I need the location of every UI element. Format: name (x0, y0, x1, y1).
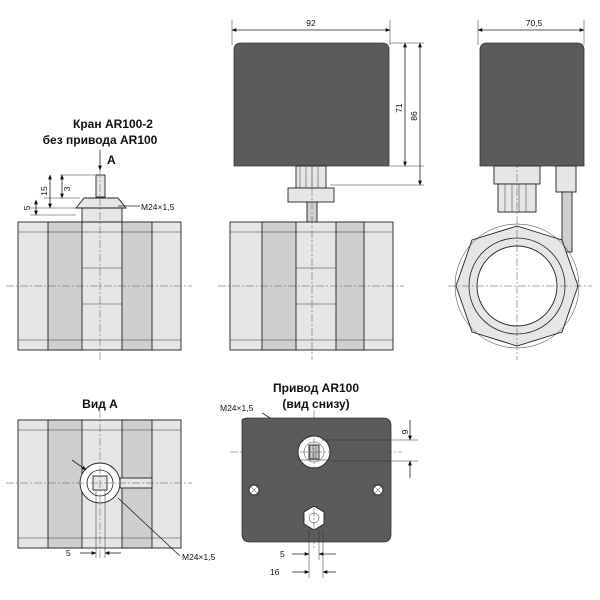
valve-actuator-side-view: 70,5 (448, 18, 592, 360)
dim-71: 71 (394, 103, 404, 113)
actuator-body (479, 42, 585, 167)
valve-nut (75, 197, 127, 209)
actuator-body (233, 42, 390, 167)
valve-side-view: Кран AR100-2 без привода AR100 A 3 15 5 … (6, 117, 192, 360)
thread-bottom-label: M24×1,5 (182, 552, 216, 562)
dim-5-bottom: 5 (66, 548, 71, 558)
view-a: Вид A 5 M24×1,5 (6, 397, 216, 562)
cable-gland (555, 165, 577, 193)
valve-title-line2: без привода AR100 (43, 133, 158, 147)
dim-15: 15 (39, 186, 49, 196)
actuator-coupling (295, 165, 327, 189)
actuator-bottom (241, 417, 392, 543)
actuator-title-line1: Привод AR100 (273, 381, 359, 395)
valve-title-line1: Кран AR100-2 (73, 117, 153, 131)
dim-9: 9 (400, 429, 410, 434)
dim-70-5: 70,5 (526, 18, 543, 28)
arrow-a-label: A (107, 153, 116, 167)
dim-86: 86 (409, 111, 419, 121)
valve-stem (95, 174, 106, 198)
valve-actuator-front-view: 92 71 86 (218, 18, 424, 360)
dim-5-act: 5 (280, 549, 285, 559)
actuator-title-line2: (вид снизу) (282, 397, 349, 411)
thread-view-label: M24×1,5 (220, 403, 254, 413)
thread-side-label: M24×1,5 (141, 202, 175, 212)
dim-92: 92 (306, 18, 316, 28)
view-a-title: Вид A (82, 397, 118, 411)
dim-16: 16 (270, 567, 280, 577)
cable (561, 191, 573, 253)
actuator-bottom-view: Привод AR100 (вид снизу) M24×1,5 9 5 (220, 381, 418, 578)
dim-5-side: 5 (22, 205, 32, 210)
dim-3: 3 (62, 186, 72, 191)
